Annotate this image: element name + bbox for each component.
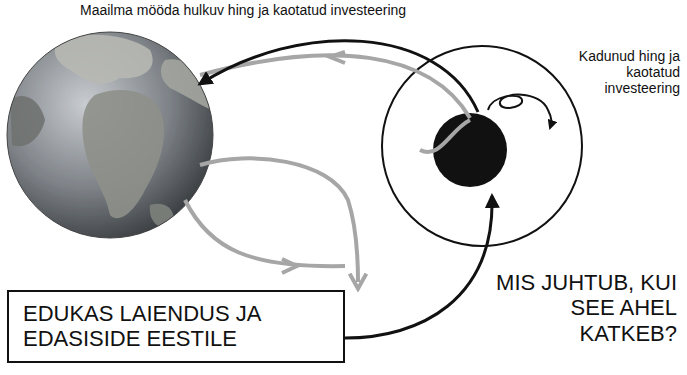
gray-arrowhead [330, 52, 345, 63]
black-flow [200, 41, 478, 112]
black-flow [345, 196, 492, 338]
curl-arrow [488, 95, 551, 128]
orbit-circle [382, 46, 582, 246]
globe [7, 32, 213, 238]
estonia-dot [433, 113, 507, 187]
question-label: MIS JUHTUB, KUI SEE AHEL KATKEB? [485, 270, 677, 346]
gray-arrowhead [282, 259, 297, 273]
flow-label: Maailma mööda hulkuv hing ja kaotatud in… [80, 2, 500, 18]
flow-label: Kadunud hing ja kaotatud investeering [560, 48, 680, 96]
result-box: EDUKAS LAIENDUS JA EDASISIDE EESTILE [7, 290, 345, 363]
gray-flow [420, 120, 470, 152]
box-text: EDUKAS LAIENDUS JA EDASISIDE EESTILE [23, 301, 291, 352]
gray-flow [200, 55, 470, 118]
gray-flow [185, 200, 345, 266]
